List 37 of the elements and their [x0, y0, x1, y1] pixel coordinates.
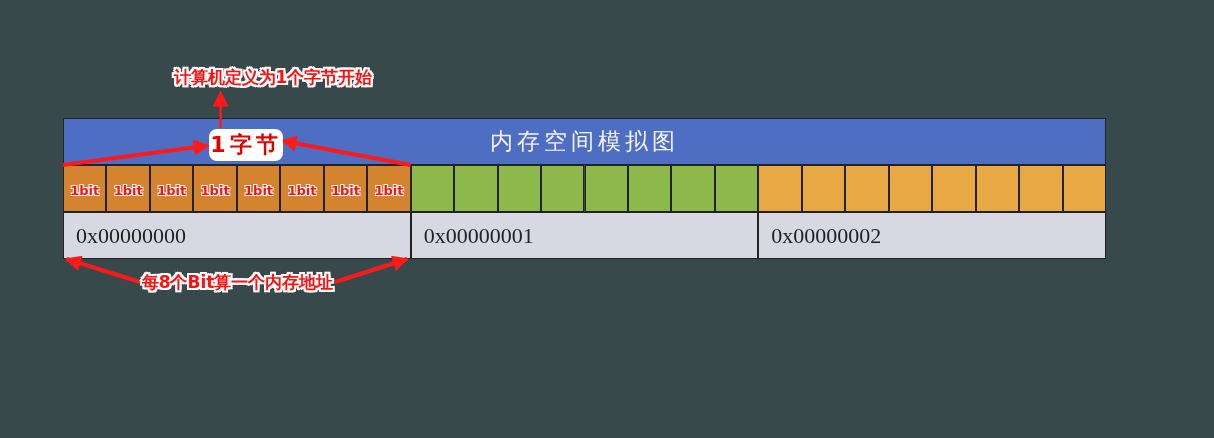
bit-cell [671, 165, 715, 212]
bit-cell [584, 165, 628, 212]
bit-cell [758, 165, 802, 212]
bit-cell: 1bit [106, 165, 150, 212]
bit-cell: 1bit [63, 165, 107, 212]
bit-cell [975, 165, 1020, 212]
address-cell: 0x00000001 [410, 212, 759, 259]
bit-cell [454, 165, 498, 212]
bit-cell [714, 165, 759, 212]
arrow [62, 139, 210, 167]
bit-cell [541, 165, 585, 212]
address-cell: 0x00000002 [758, 212, 1106, 259]
bit-cell: 1bit [149, 165, 194, 212]
arrow [212, 90, 229, 128]
bit-cell [932, 165, 976, 212]
bit-cell [888, 165, 933, 212]
bit-cell [1062, 165, 1106, 212]
bit-cell [410, 165, 455, 212]
arrow [280, 135, 412, 167]
bit-cell [497, 165, 542, 212]
address-cell: 0x00000000 [63, 212, 411, 259]
bit-cell [801, 165, 846, 212]
title-text: 内存空间模拟图 [490, 127, 679, 156]
bit-cell [845, 165, 889, 212]
arrow [334, 255, 409, 284]
bit-cell [1019, 165, 1063, 212]
title-band [63, 118, 1106, 165]
bit-cell: 1bit [367, 165, 411, 212]
bit-cell: 1bit [193, 165, 237, 212]
arrow [64, 255, 141, 284]
annotation-text: 计算机定义为1个字节开始 [135, 62, 411, 92]
annotation-text: 每8个Bit算一个内存地址 [140, 271, 335, 293]
annotation-text: 1字节 [209, 129, 283, 161]
bit-cell: 1bit [236, 165, 281, 212]
bit-cell: 1bit [280, 165, 324, 212]
bit-cell [627, 165, 672, 212]
bit-cell: 1bit [323, 165, 368, 212]
